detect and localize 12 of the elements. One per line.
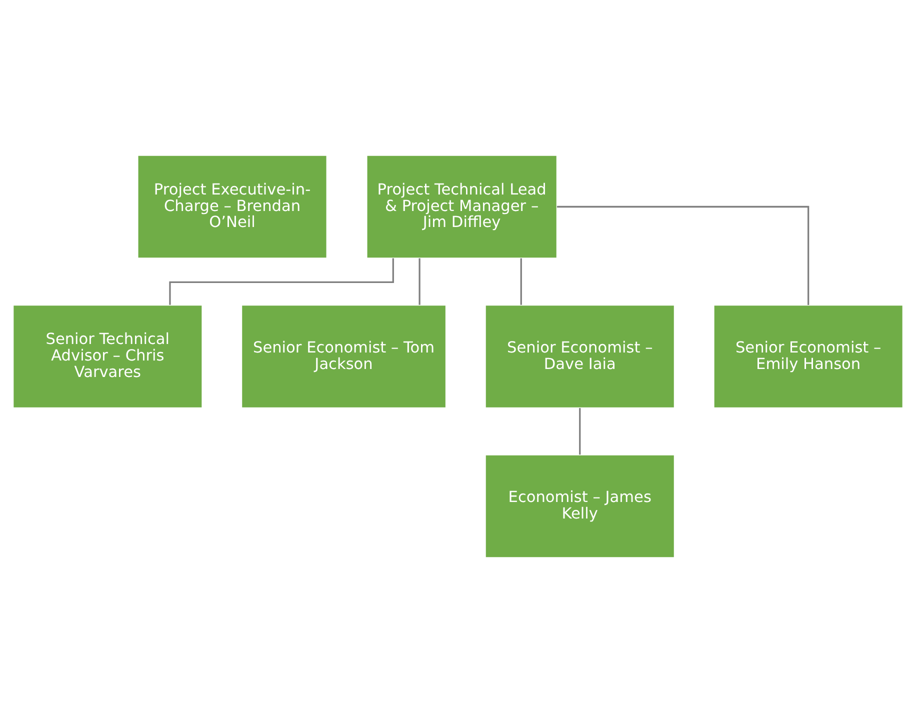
- node-box: Economist – James Kelly: [484, 454, 675, 558]
- connector: [169, 258, 394, 305]
- node-box: Senior Economist – Dave Iaia: [484, 304, 675, 408]
- connector: [556, 206, 810, 305]
- node-box: Senior Economist – Tom Jackson: [241, 304, 447, 408]
- node-box: Senior Economist – Emily Hanson: [713, 304, 904, 408]
- node-box: Project Technical Lead & Project Manager – Jim Diffley: [366, 154, 558, 259]
- connector: [418, 258, 420, 305]
- node-box: Senior Technical Advisor – Chris Varvares: [12, 304, 203, 408]
- connector: [520, 258, 522, 305]
- node-box: Project Executive-in-Charge – Brendan O’Neil: [137, 154, 328, 259]
- connector: [579, 408, 581, 455]
